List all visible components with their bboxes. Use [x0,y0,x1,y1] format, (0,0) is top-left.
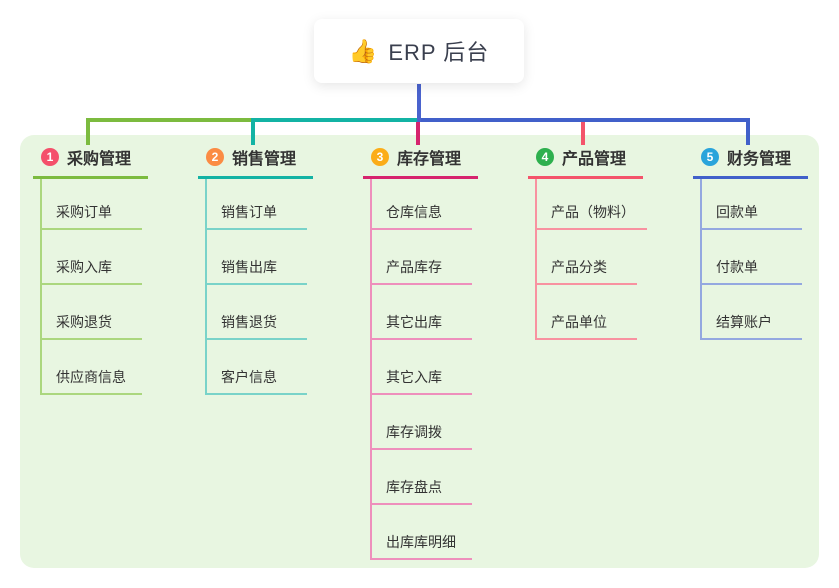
branch-number-badge: 1 [41,148,59,166]
branch-4: 4 产品管理 产品（物料）产品分类产品单位 [528,146,647,340]
connector-drop-line [746,118,750,145]
node-item[interactable]: 产品（物料） [537,179,647,230]
node-item[interactable]: 产品分类 [537,230,637,285]
connector-horizontal-line [251,118,421,122]
branch-items: 产品（物料）产品分类产品单位 [535,179,647,340]
node-item[interactable]: 仓库信息 [372,179,472,230]
branch-2: 2 销售管理 销售订单销售出库销售退货客户信息 [198,146,313,395]
branch-number-badge: 5 [701,148,719,166]
node-item[interactable]: 客户信息 [207,340,307,395]
node-item[interactable]: 采购退货 [42,285,142,340]
node-item[interactable]: 其它出库 [372,285,472,340]
node-item[interactable]: 供应商信息 [42,340,142,395]
connector-drop-line [86,118,90,145]
branch-items: 销售订单销售出库销售退货客户信息 [205,179,307,395]
branch-5: 5 财务管理 回款单付款单结算账户 [693,146,808,340]
branch-title-label: 采购管理 [67,151,132,168]
connector-horizontal-line [86,118,255,122]
node-item[interactable]: 库存盘点 [372,450,472,505]
node-item[interactable]: 其它入库 [372,340,472,395]
branch-number-badge: 4 [536,148,554,166]
branch-items: 仓库信息产品库存其它出库其它入库库存调拨库存盘点出库库明细 [370,179,472,560]
node-item[interactable]: 销售出库 [207,230,307,285]
branch-number-badge: 2 [206,148,224,166]
branch-items: 回款单付款单结算账户 [700,179,802,340]
branch-title-label: 销售管理 [232,151,297,168]
node-item[interactable]: 库存调拨 [372,395,472,450]
root-node-label: ERP 后台 [388,40,490,65]
branch-title-node[interactable]: 1 采购管理 [33,146,148,179]
root-node[interactable]: 👍 ERP 后台 [314,19,524,83]
node-item[interactable]: 销售退货 [207,285,307,340]
branch-items: 采购订单采购入库采购退货供应商信息 [40,179,142,395]
node-item[interactable]: 销售订单 [207,179,307,230]
branch-title-label: 产品管理 [562,151,627,168]
node-item[interactable]: 产品单位 [537,285,637,340]
node-item[interactable]: 采购订单 [42,179,142,230]
branches-panel [20,135,819,568]
branch-number-badge: 3 [371,148,389,166]
branch-1: 1 采购管理 采购订单采购入库采购退货供应商信息 [33,146,148,395]
branch-title-node[interactable]: 4 产品管理 [528,146,643,179]
connector-drop-line [251,118,255,145]
node-item[interactable]: 结算账户 [702,285,802,340]
branch-3: 3 库存管理 仓库信息产品库存其它出库其它入库库存调拨库存盘点出库库明细 [363,146,478,560]
connector-horizontal-line [417,118,750,122]
branch-title-node[interactable]: 2 销售管理 [198,146,313,179]
branch-title-node[interactable]: 5 财务管理 [693,146,808,179]
node-item[interactable]: 回款单 [702,179,802,230]
branch-title-label: 财务管理 [727,151,792,168]
node-item[interactable]: 付款单 [702,230,802,285]
node-item[interactable]: 采购入库 [42,230,142,285]
connector-drop-line [416,118,420,145]
thumbs-up-icon: 👍 [348,37,379,64]
node-item[interactable]: 产品库存 [372,230,472,285]
connector-drop-line [581,118,585,145]
branch-title-node[interactable]: 3 库存管理 [363,146,478,179]
branch-title-label: 库存管理 [397,151,462,168]
connector-drop-line [417,84,421,122]
node-item[interactable]: 出库库明细 [372,505,472,560]
